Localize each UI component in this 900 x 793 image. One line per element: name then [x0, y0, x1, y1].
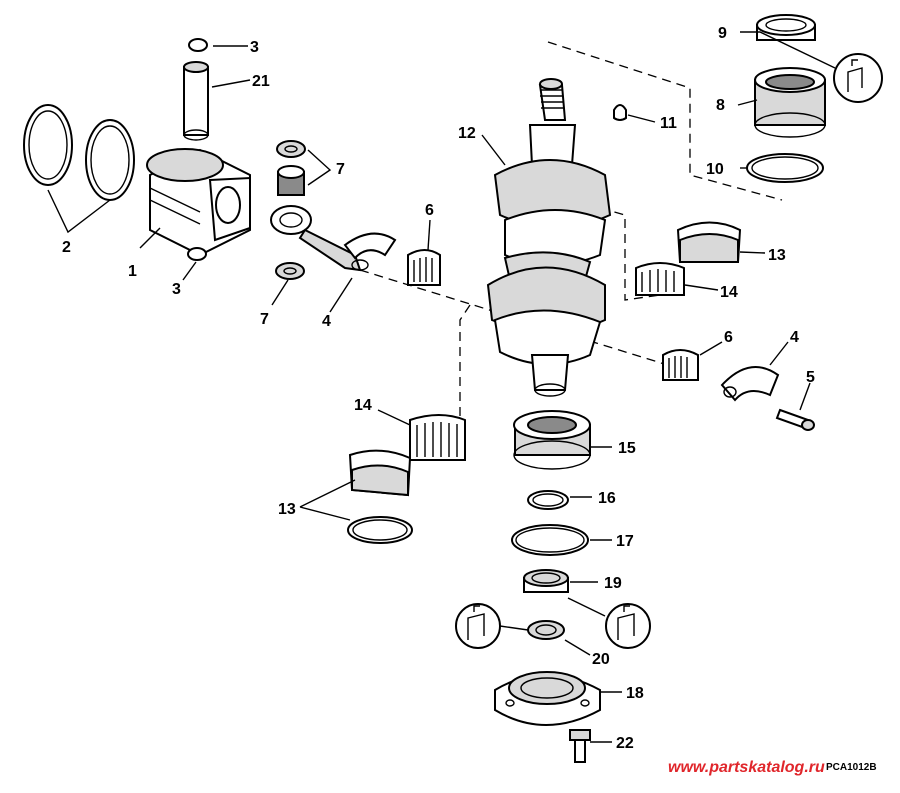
main-bearings-right: [635, 221, 742, 296]
main-bearings-left: [347, 414, 466, 544]
callout-7-top: 7: [336, 161, 345, 178]
callout-8: 8: [716, 97, 725, 114]
callout-21: 21: [252, 73, 270, 90]
callout-14-left: 14: [354, 397, 372, 414]
drawing-code: PCA1012B: [826, 762, 877, 773]
sealant-tube-icon: [833, 53, 883, 103]
rod-cap-and-screw: [720, 366, 815, 431]
connecting-rod: [270, 205, 397, 272]
needle-bearing-and-washers: [275, 140, 306, 280]
crankshaft: [486, 78, 612, 397]
rod-bearing-halves: [407, 249, 699, 381]
callout-2: 2: [62, 239, 71, 256]
piston-rings: [23, 104, 135, 201]
callout-16: 16: [598, 490, 616, 507]
callout-6-left: 6: [425, 202, 434, 219]
bearing-housing: [494, 671, 601, 763]
ball-bearing: [513, 410, 591, 470]
callout-13-left: 13: [278, 501, 296, 518]
callout-6-right: 6: [724, 329, 733, 346]
woodruff-key: [613, 104, 627, 121]
callout-17: 17: [616, 533, 634, 550]
upper-seal-bearing-oring: [746, 14, 826, 183]
callout-4-left: 4: [322, 313, 331, 330]
callout-3-bottom: 3: [172, 281, 181, 298]
callout-22: 22: [616, 735, 634, 752]
callout-labels: 3 21 2 1 3 7 7 4 6 11 12 9 8 10 13 14 6 …: [62, 25, 815, 752]
callout-7-bottom: 7: [260, 311, 269, 328]
callout-18: 18: [626, 685, 644, 702]
callout-12: 12: [458, 125, 476, 142]
callout-13-right: 13: [768, 247, 786, 264]
callout-9: 9: [718, 25, 727, 42]
callout-14-right: 14: [720, 284, 738, 301]
callout-4-right: 4: [790, 329, 799, 346]
circlips: [187, 38, 208, 261]
watermark: www.partskatalog.ru: [668, 759, 825, 776]
lower-seals: [523, 569, 569, 640]
callout-5: 5: [806, 369, 815, 386]
callout-10: 10: [706, 161, 724, 178]
callout-20: 20: [592, 651, 610, 668]
callout-11: 11: [660, 115, 677, 132]
leader-lines: [47, 31, 836, 743]
piston: [146, 148, 251, 257]
callout-3-top: 3: [250, 39, 259, 56]
callout-19: 19: [604, 575, 622, 592]
sealant-tube-icon: [455, 603, 501, 649]
callout-1: 1: [128, 263, 137, 280]
callout-15: 15: [618, 440, 636, 457]
piston-pin: [183, 61, 209, 141]
retaining-ring-and-oring: [511, 490, 589, 556]
sealant-tube-icon: [605, 603, 651, 649]
